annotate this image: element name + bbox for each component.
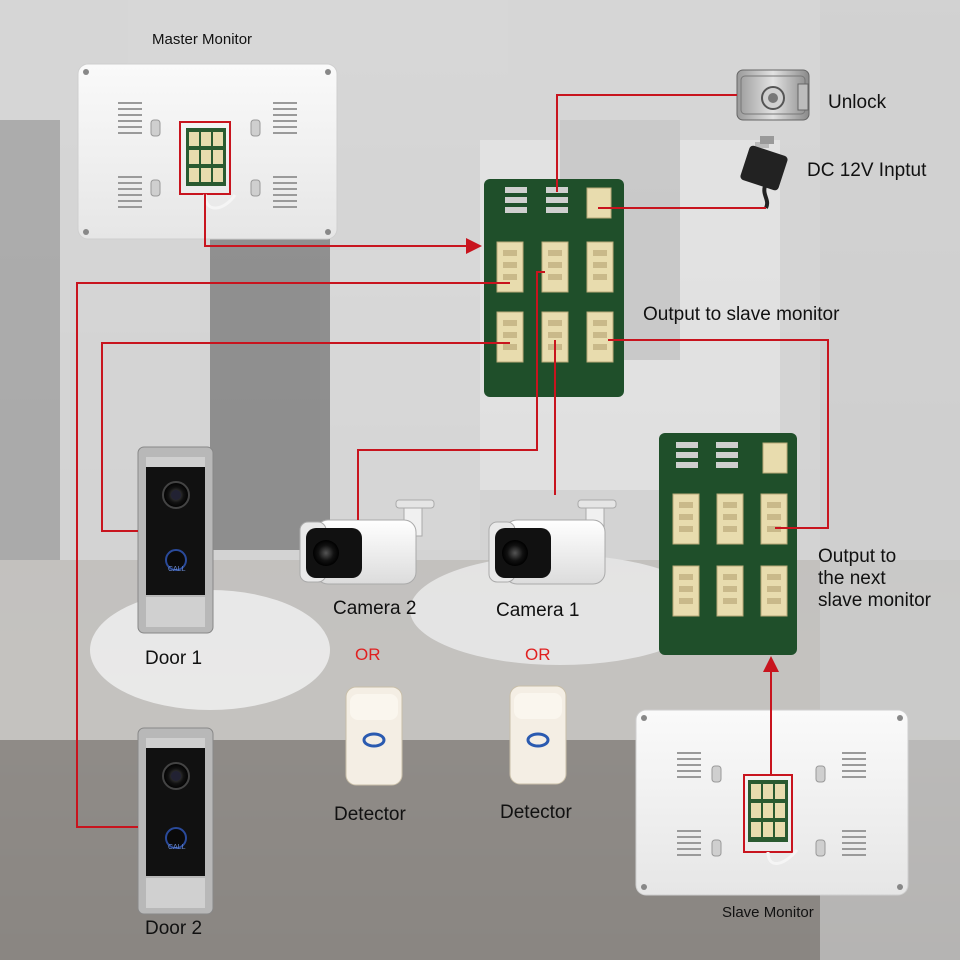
- slave-monitor: [635, 709, 909, 896]
- door-station-2: [137, 727, 214, 915]
- slave-circuit-board: [659, 433, 797, 655]
- camera-2-label: Camera 2: [333, 598, 417, 619]
- detector-left-icon: [345, 686, 403, 786]
- door-2-call-text: CALL: [168, 844, 186, 851]
- power-adapter-icon: [740, 136, 788, 209]
- slave-monitor-label: Slave Monitor: [722, 904, 814, 921]
- wire-output-slave: [608, 339, 829, 529]
- wire-unlock: [556, 94, 737, 192]
- door-2-label: Door 2: [145, 918, 203, 939]
- detector-left-label: Detector: [334, 804, 406, 825]
- dc-input-label: DC 12V Inptut: [807, 160, 927, 181]
- camera-1-label: Camera 1: [496, 600, 580, 621]
- or-left-label: OR: [355, 645, 381, 664]
- wire-camera-2: [357, 271, 545, 520]
- or-right-label: OR: [525, 645, 551, 664]
- camera-1-icon: [488, 499, 617, 585]
- master-monitor: [77, 63, 338, 240]
- output-slave-label: Output to slave monitor: [643, 304, 840, 325]
- main-circuit-board: [484, 179, 624, 397]
- wire-door-1: [101, 342, 510, 532]
- camera-2-icon: [299, 499, 435, 585]
- arrow-to-main-board: [466, 238, 482, 254]
- wire-master-to-board: [204, 194, 470, 247]
- master-monitor-label: Master Monitor: [152, 31, 253, 48]
- door-1-call-text: CALL: [168, 566, 186, 573]
- unlock-label: Unlock: [828, 92, 887, 113]
- detector-right-label: Detector: [500, 802, 572, 823]
- door-station-1: [137, 446, 214, 634]
- arrow-to-slave-board: [763, 656, 779, 672]
- output-next-slave-label: Output to the next slave monitor: [818, 546, 931, 611]
- electric-lock-icon: [736, 69, 810, 121]
- detector-right-icon: [509, 685, 567, 785]
- wiring: [76, 94, 829, 828]
- wire-door-2: [76, 282, 510, 828]
- door-1-label: Door 1: [145, 648, 203, 669]
- arrowheads: [466, 238, 779, 672]
